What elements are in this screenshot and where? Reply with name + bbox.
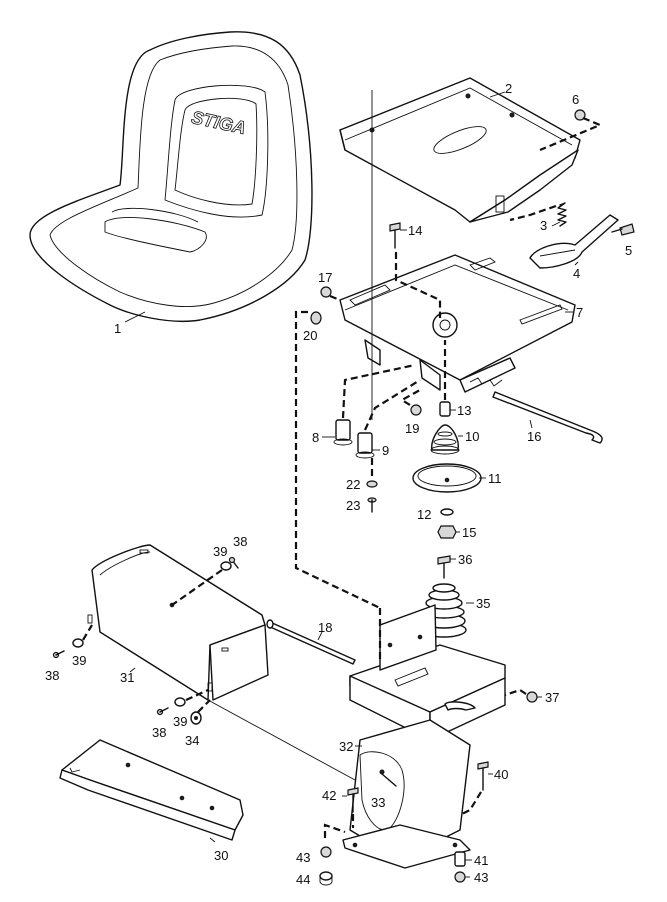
callout-7: 7 xyxy=(576,305,583,320)
callout-33: 37 xyxy=(545,690,559,705)
callout-22: 22 xyxy=(346,477,360,492)
callout-1: 1 xyxy=(114,321,121,336)
seat: STIGA xyxy=(29,31,313,323)
seat-base-bracket xyxy=(342,604,506,869)
bolt-42 xyxy=(347,787,359,813)
callout-38-left: 38 xyxy=(45,668,59,683)
nut-43-right xyxy=(454,871,466,883)
adjust-lever-4 xyxy=(529,214,619,269)
callout-30: 32 xyxy=(339,739,353,754)
callout-41: 41 xyxy=(474,853,488,868)
callout-11: 11 xyxy=(488,471,502,486)
screw-5 xyxy=(611,223,635,236)
callout-2: 2 xyxy=(505,81,512,96)
callout-39-left: 39 xyxy=(72,653,86,668)
bolt-35 xyxy=(381,773,397,787)
switch-8 xyxy=(333,419,353,446)
callout-40: 40 xyxy=(494,767,508,782)
callout-15: 15 xyxy=(462,525,476,540)
nut-6 xyxy=(574,109,586,121)
screw-23 xyxy=(367,497,377,513)
callout-39-top: 39 xyxy=(213,544,227,559)
callout-20: 20 xyxy=(303,328,317,343)
callout-38-top: 38 xyxy=(233,534,247,549)
callout-14: 14 xyxy=(408,223,422,238)
clip-36 xyxy=(190,711,202,725)
callout-6: 6 xyxy=(572,92,579,107)
cover-34 xyxy=(87,544,269,701)
callout-37: 30 xyxy=(214,848,228,863)
callout-38-bottom: 38 xyxy=(152,725,166,740)
callout-35: 33 xyxy=(371,795,385,810)
callout-43-left: 43 xyxy=(296,850,310,865)
bolt-14 xyxy=(389,222,401,249)
screw-38-top xyxy=(228,556,239,569)
callout-23: 23 xyxy=(346,498,360,513)
seat-slide-plate xyxy=(339,254,576,393)
callout-8: 8 xyxy=(312,430,319,445)
callout-43-right: 43 xyxy=(474,870,488,885)
nut-15 xyxy=(437,525,457,539)
nut-17 xyxy=(320,286,332,298)
screw-38-left xyxy=(52,650,65,659)
callout-4: 4 xyxy=(573,266,580,281)
callout-31: 35 xyxy=(476,596,490,611)
callout-32: 36 xyxy=(458,552,472,567)
nut-19 xyxy=(410,404,422,416)
screw-38-bottom xyxy=(156,707,169,716)
callout-44: 44 xyxy=(296,872,310,887)
callout-13: 13 xyxy=(457,403,471,418)
callout-10: 10 xyxy=(465,429,479,444)
callout-42: 42 xyxy=(322,788,336,803)
callout-36: 34 xyxy=(185,733,199,748)
callout-3: 3 xyxy=(540,218,547,233)
spring-cone-10 xyxy=(430,424,460,455)
callout-12: 12 xyxy=(417,507,431,522)
rod-18 xyxy=(266,619,356,665)
bushing-20 xyxy=(310,311,322,325)
washer-12 xyxy=(440,508,454,516)
bolt-32 xyxy=(437,555,451,579)
bottom-plate-37 xyxy=(59,739,244,841)
switch-9 xyxy=(355,432,375,459)
cap-44 xyxy=(319,871,333,886)
washer-39-top xyxy=(220,561,232,571)
callout-34: 31 xyxy=(120,670,134,685)
callout-18: 18 xyxy=(318,620,332,635)
spring-3 xyxy=(557,202,567,227)
bolt-40 xyxy=(477,761,489,791)
nut-43-left xyxy=(320,846,332,858)
adjust-rod-16 xyxy=(492,391,603,444)
spacer-41 xyxy=(454,851,466,867)
callout-16: 16 xyxy=(527,429,541,444)
callout-9: 9 xyxy=(382,443,389,458)
top-mounting-plate xyxy=(339,77,581,223)
callout-19: 19 xyxy=(405,421,419,436)
washer-22 xyxy=(366,480,378,488)
callout-17: 17 xyxy=(318,270,332,285)
callout-5: 5 xyxy=(625,243,632,258)
disc-11 xyxy=(412,463,482,493)
callout-39-bottom: 39 xyxy=(173,714,187,729)
washer-39-left xyxy=(72,638,84,648)
nut-33 xyxy=(526,691,538,703)
spacer-13 xyxy=(439,401,451,417)
washer-39-bottom xyxy=(174,697,186,707)
